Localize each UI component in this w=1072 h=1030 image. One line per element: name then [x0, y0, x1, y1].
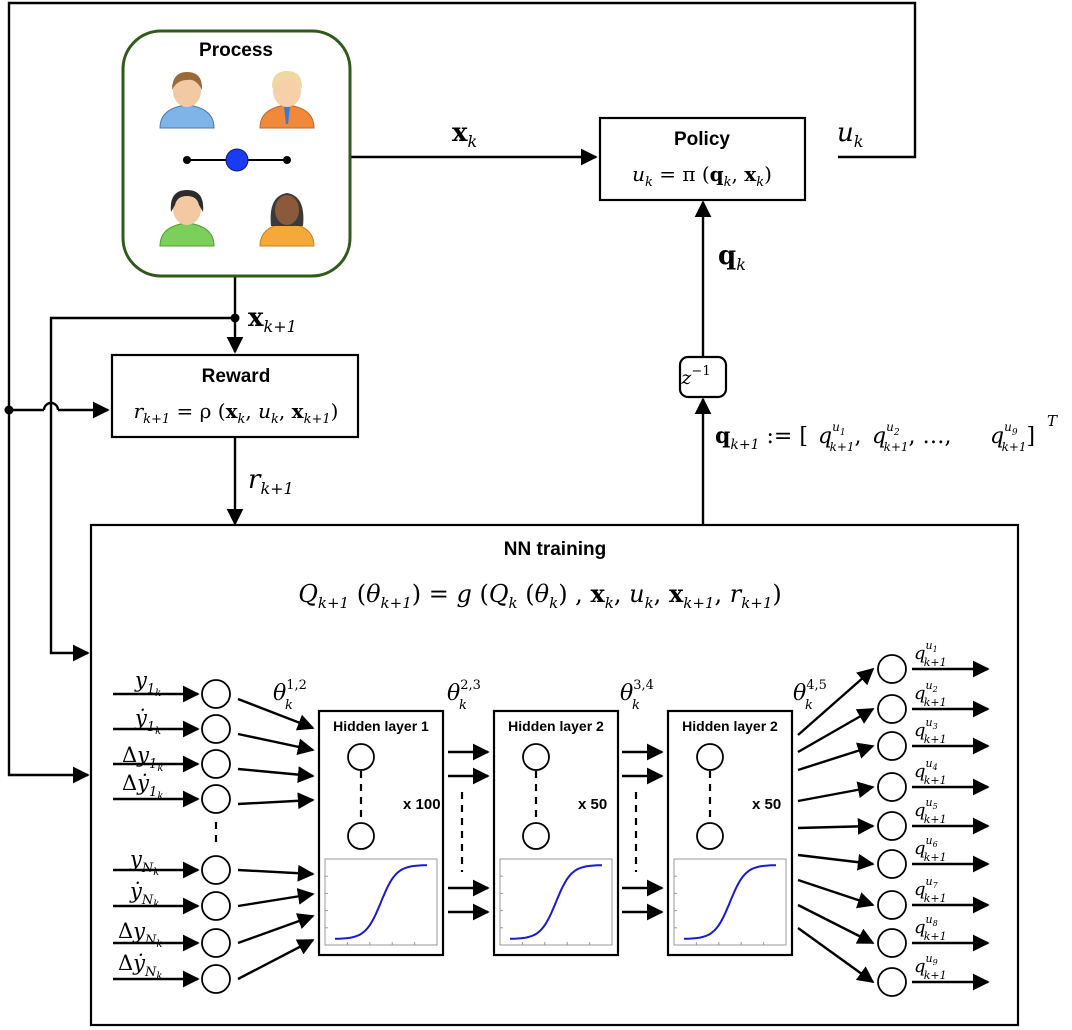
input-layer — [113, 679, 315, 994]
output-node — [877, 772, 907, 802]
reward-formula: rk+1 = ρ (xk, uk, xk+1) — [134, 399, 339, 427]
hidden-node — [696, 822, 724, 850]
input-to-hidden-arrow — [237, 938, 315, 981]
hidden-node — [522, 822, 550, 850]
hidden-layer-1: Hidden layer 1 x 100 — [317, 709, 445, 957]
hidden-to-output-arrow — [797, 903, 875, 945]
hidden-layer-title: Hidden layer 2 — [508, 718, 604, 734]
hidden-to-output-arrow — [797, 781, 875, 803]
next-state-to-nn-line — [49, 316, 235, 662]
inter-layer-connections — [448, 743, 664, 921]
hidden-to-output-arrow — [797, 853, 875, 871]
input-node — [201, 749, 231, 779]
input-node — [201, 928, 231, 958]
reward-signal-label: rk+1 — [248, 465, 294, 498]
reward-box — [110, 353, 360, 439]
input-node — [201, 714, 231, 744]
input-to-hidden-arrow — [237, 888, 315, 908]
reward-title: Reward — [202, 366, 271, 387]
person-icon-3 — [159, 190, 215, 247]
nn-update-formula: Qk+1 (θk+1) = g (Qk (θk) , xk, uk, xk+1,… — [298, 579, 782, 612]
action-label: uk — [837, 118, 863, 151]
output-node — [877, 849, 907, 879]
q-vector-label: qk — [718, 241, 746, 274]
output-node — [877, 890, 907, 920]
delay-label: z−1 — [680, 364, 710, 389]
nn-title: NN training — [504, 539, 606, 560]
delay-box — [678, 355, 728, 399]
policy-title: Policy — [674, 129, 730, 150]
hidden-layer-2: Hidden layer 2 x 50 — [492, 709, 620, 957]
hidden-layer-units: x 100 — [403, 796, 441, 813]
input-to-hidden-arrow — [237, 732, 315, 756]
output-node — [877, 811, 907, 841]
input-to-hidden-arrow — [237, 766, 315, 783]
output-node — [877, 928, 907, 958]
policy-box — [598, 116, 807, 202]
hidden-layer-units: x 50 — [578, 796, 607, 813]
process-title: Process — [199, 40, 273, 61]
hidden-layer-title: Hidden layer 1 — [333, 718, 429, 734]
hidden-layer-3: Hidden layer 2 x 50 — [666, 709, 794, 957]
hidden-to-output-arrow — [797, 742, 875, 772]
input-to-hidden-arrow — [237, 697, 315, 731]
svg-text:T: T — [1047, 412, 1058, 430]
agent-node-icon — [183, 148, 291, 172]
hidden-node — [347, 743, 375, 771]
input-node — [201, 891, 231, 921]
person-icon-1 — [159, 72, 215, 129]
person-icon-2 — [259, 71, 315, 129]
input-node — [201, 855, 231, 885]
output-node — [877, 694, 907, 724]
sigmoid-curve — [510, 864, 602, 940]
next-state-label: xk+1 — [248, 303, 297, 336]
input-to-hidden-arrow — [237, 913, 315, 945]
input-node — [201, 964, 231, 994]
input-to-hidden-arrow — [237, 792, 315, 810]
hidden-to-output-arrow — [797, 707, 875, 754]
hidden-to-output-arrow — [797, 927, 875, 983]
svg-text:qk+1 := [: qk+1 := [ — [715, 423, 808, 453]
hidden-node — [696, 743, 724, 771]
output-node — [877, 967, 907, 997]
action-feedback-line — [7, 1, 917, 784]
input-to-hidden-arrow — [237, 864, 315, 882]
hidden-node — [522, 743, 550, 771]
output-node — [877, 654, 907, 684]
hidden-to-output-arrow — [797, 667, 875, 736]
hidden-to-output-arrow — [797, 818, 875, 835]
input-node — [201, 679, 231, 709]
hidden-node — [347, 822, 375, 850]
sigmoid-curve — [684, 864, 776, 940]
input-node — [201, 784, 231, 814]
sigmoid-curve — [335, 864, 427, 940]
hidden-layer-units: x 50 — [752, 796, 781, 813]
hidden-layer-title: Hidden layer 2 — [682, 718, 778, 734]
hidden-to-output-arrow — [797, 878, 875, 909]
output-node — [877, 731, 907, 761]
person-icon-4 — [259, 193, 315, 247]
policy-formula: uk = π (qk, xk) — [632, 162, 772, 190]
state-label: xk — [452, 118, 477, 151]
